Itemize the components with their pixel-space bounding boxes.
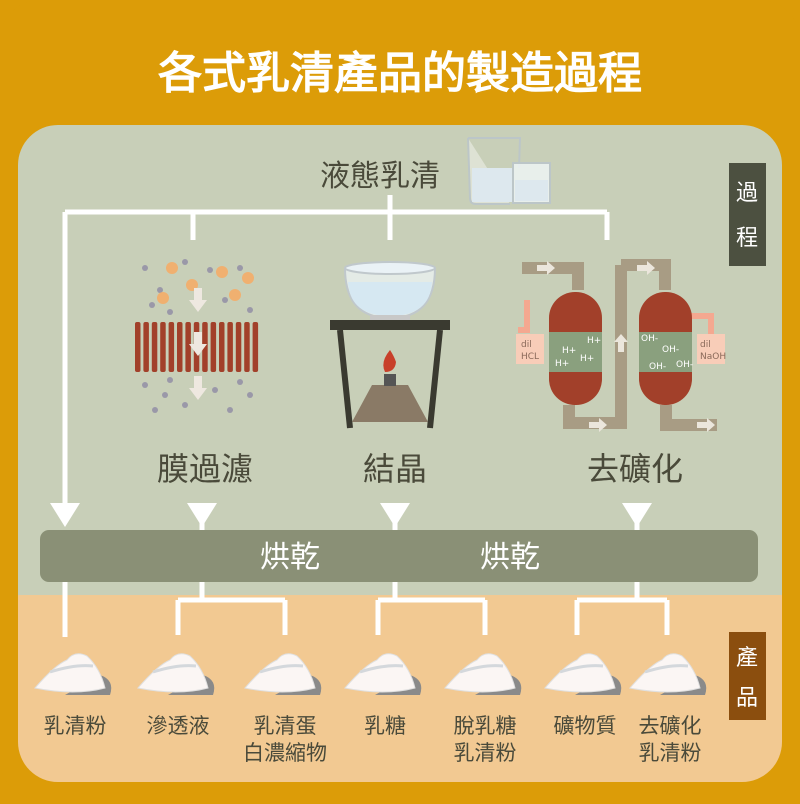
- process-label-membrane: 膜過濾: [157, 450, 253, 488]
- svg-text:HCL: HCL: [521, 352, 539, 362]
- svg-text:dil: dil: [700, 340, 711, 350]
- process-label-demineralization: 去礦化: [587, 450, 683, 488]
- page-title: 各式乳清產品的製造過程: [158, 48, 642, 99]
- membrane-filter-icon: [135, 259, 259, 413]
- svg-text:品: 品: [736, 686, 758, 711]
- arrow-down-icon: [187, 503, 217, 527]
- svg-text:過: 過: [736, 181, 758, 206]
- svg-text:OH-: OH-: [662, 345, 679, 355]
- arrow-down-icon: [380, 503, 410, 527]
- product-item: 滲透液: [137, 653, 215, 738]
- product-label: 乳清粉: [454, 741, 517, 765]
- beaker-icon: [467, 137, 551, 205]
- svg-text:NaOH: NaOH: [700, 352, 726, 362]
- svg-text:OH-: OH-: [641, 334, 658, 344]
- drying-label: 烘乾: [260, 540, 320, 575]
- source-label: 液態乳清: [320, 159, 440, 194]
- demineralization-icon: dil HCL dil NaOH H+ H+ H+ H+ OH- OH- OH-…: [516, 259, 726, 432]
- svg-text:OH-: OH-: [676, 360, 693, 370]
- product-item: 乳糖: [344, 653, 422, 738]
- drying-label: 烘乾: [480, 540, 540, 575]
- product-tag: 產 品: [729, 632, 766, 720]
- process-label-crystallization: 結晶: [363, 450, 427, 488]
- svg-text:程: 程: [736, 226, 758, 251]
- flow-lines: [62, 195, 670, 637]
- product-label: 脫乳糖: [454, 714, 517, 738]
- product-label: 乳糖: [364, 714, 406, 738]
- svg-text:產: 產: [736, 646, 758, 671]
- arrow-down-icon: [622, 503, 652, 527]
- arrow-down-icon: [50, 503, 80, 527]
- product-label: 去礦化: [639, 714, 702, 738]
- svg-text:H+: H+: [587, 336, 601, 346]
- svg-text:H+: H+: [555, 359, 569, 369]
- svg-text:dil: dil: [521, 340, 532, 350]
- svg-text:H+: H+: [562, 346, 576, 356]
- flow-arrows: [50, 503, 652, 527]
- product-label: 滲透液: [147, 714, 210, 738]
- product-item: 礦物質: [544, 653, 622, 738]
- product-label: 乳清蛋: [254, 714, 317, 738]
- product-label: 白濃縮物: [243, 741, 327, 765]
- process-tag: 過 程: [729, 163, 766, 266]
- product-label: 乳清粉: [639, 741, 702, 765]
- svg-text:OH-: OH-: [649, 362, 666, 372]
- product-item: 乳清粉: [34, 653, 112, 738]
- product-label: 乳清粉: [44, 714, 107, 738]
- product-label: 礦物質: [554, 714, 617, 738]
- svg-text:H+: H+: [580, 354, 594, 364]
- crystallization-icon: [330, 261, 450, 429]
- drying-bar: [40, 530, 758, 582]
